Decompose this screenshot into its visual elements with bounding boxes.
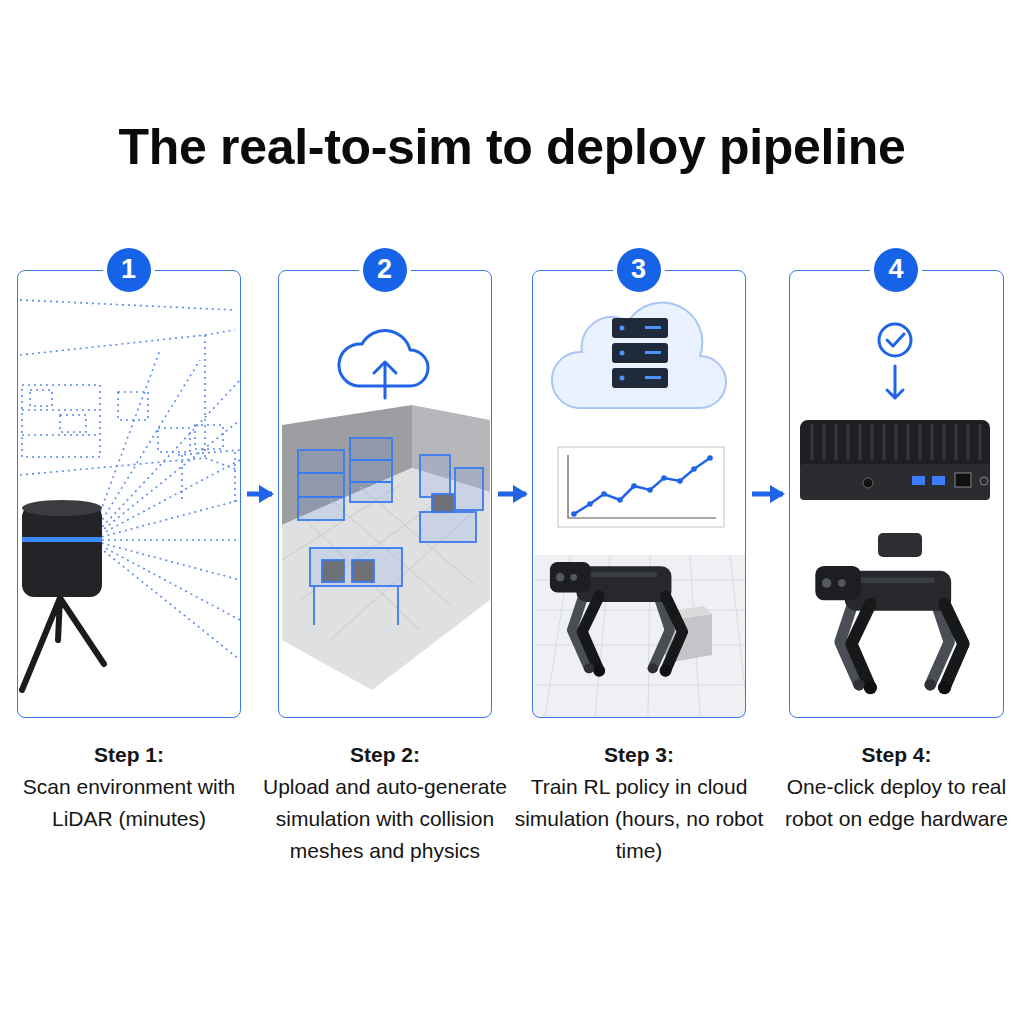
number-text: 2 <box>377 254 392 285</box>
step-number: 2 <box>363 248 407 292</box>
step-description: Scan environment with LiDAR (minutes) <box>0 771 264 835</box>
edge-computer <box>800 420 990 500</box>
number-text: 4 <box>888 254 903 285</box>
number-text: 3 <box>631 254 646 285</box>
step-heading: Step 2: <box>255 739 515 771</box>
robot-payload <box>878 533 922 557</box>
flow-arrow <box>498 492 526 497</box>
diagram-title: The real-to-sim to deploy pipeline <box>0 112 1024 182</box>
step-caption: Step 2:Upload and auto-generate simulati… <box>255 739 515 867</box>
step-number: 3 <box>617 248 661 292</box>
robot-dog <box>550 562 683 677</box>
step-panel: Step 4:One-click deploy to real robot on… <box>789 270 1004 718</box>
step-description: Upload and auto-generate simulation with… <box>255 771 515 867</box>
flow-arrow <box>247 492 272 497</box>
step-caption: Step 1:Scan environment with LiDAR (minu… <box>0 739 264 835</box>
step-caption: Step 3:Train RL policy in cloud simulati… <box>509 739 769 867</box>
flow-arrow <box>752 492 783 497</box>
step-description: Train RL policy in cloud simulation (hou… <box>509 771 769 867</box>
training-chart <box>558 447 724 527</box>
number-text: 1 <box>121 254 136 285</box>
step-panel: Step 3:Train RL policy in cloud simulati… <box>532 270 746 718</box>
robot-dog <box>815 566 963 694</box>
sim-room <box>282 405 490 690</box>
upload-icon <box>339 330 428 398</box>
lidar-scanner <box>22 500 104 690</box>
step-caption: Step 4:One-click deploy to real robot on… <box>766 739 1024 835</box>
step-number: 4 <box>874 248 918 292</box>
step-number: 1 <box>107 248 151 292</box>
step-heading: Step 3: <box>509 739 769 771</box>
step-description: One-click deploy to real robot on edge h… <box>766 771 1024 835</box>
step-heading: Step 1: <box>0 739 264 771</box>
step-panel: Step 1:Scan environment with LiDAR (minu… <box>17 270 241 718</box>
step-panel: Step 2:Upload and auto-generate simulati… <box>278 270 492 718</box>
sim-floor <box>534 555 745 717</box>
deploy-icon <box>879 324 911 398</box>
cloud-servers <box>552 303 726 408</box>
point-cloud <box>20 300 240 660</box>
step-heading: Step 4: <box>766 739 1024 771</box>
